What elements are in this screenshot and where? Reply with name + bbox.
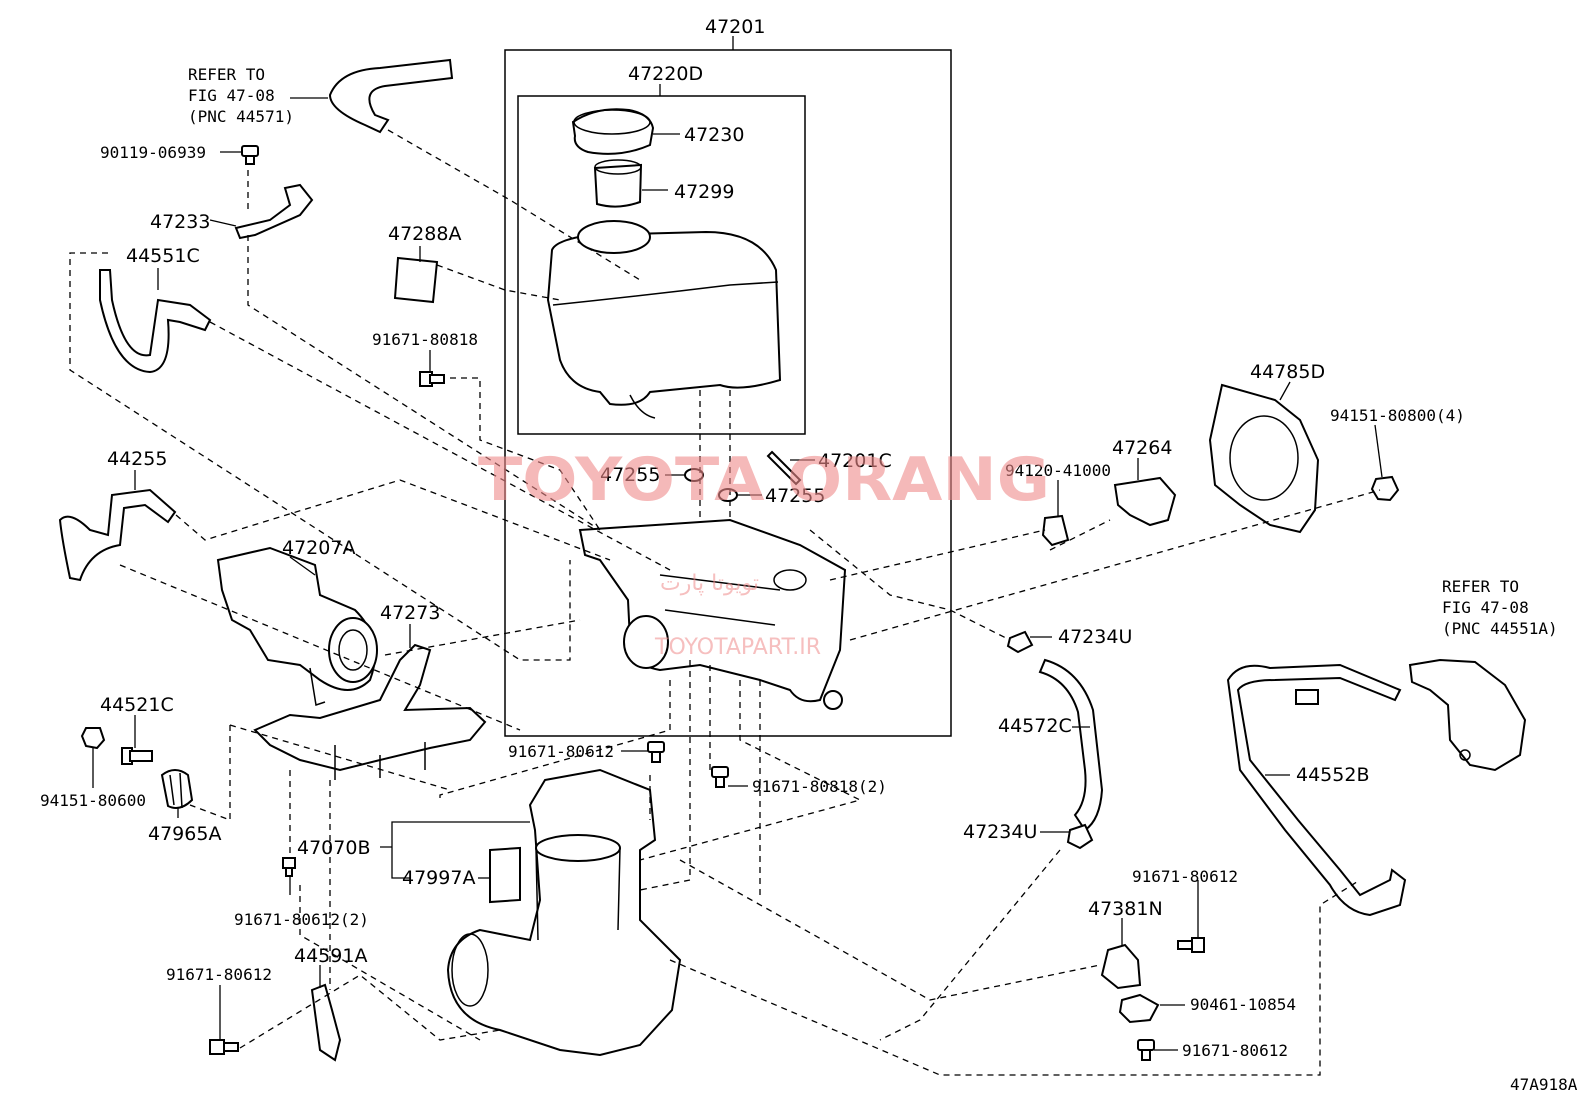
label-47230: 47230 xyxy=(684,124,744,146)
label-47288A: 47288A xyxy=(388,223,461,245)
label-47255-b: 47255 xyxy=(765,485,825,507)
actuator-47207A xyxy=(216,546,378,706)
hose-44572C xyxy=(1038,658,1104,832)
bracket-47264 xyxy=(1113,476,1177,527)
label-refer-2-line3: (PNC 44551A) xyxy=(1442,619,1558,638)
bolt-91671-80818-top xyxy=(419,371,445,387)
label-47273: 47273 xyxy=(380,602,440,624)
label-refer-1-line3: (PNC 44571) xyxy=(188,107,294,126)
label-47234U-a: 47234U xyxy=(1058,626,1132,648)
reservoir-cap-47230 xyxy=(571,108,655,155)
label-47201C: 47201C xyxy=(818,450,892,472)
label-47299: 47299 xyxy=(674,181,734,203)
bolt-91671-80612-br xyxy=(1137,1039,1155,1061)
bolt-91671-80612-r xyxy=(1177,937,1205,953)
label-44255: 44255 xyxy=(107,448,167,470)
label-refer-2-line2: FIG 47-08 xyxy=(1442,598,1529,617)
label-91671-80612-br: 91671-80612 xyxy=(1182,1041,1288,1060)
label-94151-80600: 94151-80600 xyxy=(40,791,146,810)
label-47207A: 47207A xyxy=(282,537,355,559)
tube-44255 xyxy=(58,488,177,582)
tube-44551C xyxy=(99,269,212,374)
label-90119-06939: 90119-06939 xyxy=(100,143,206,162)
label-47965A: 47965A xyxy=(148,823,221,845)
part-labels: 47201 47220D 47230 47299 47288A 91671-80… xyxy=(40,16,1578,1094)
watermark: TOYOTA ORANG تويوتا پارت TOYOTAPART.IR xyxy=(478,445,1050,660)
leader-lines xyxy=(92,36,1383,1051)
nut-94151-80600 xyxy=(80,727,106,750)
reservoir-strainer-47299 xyxy=(593,159,643,208)
bolt-91671-80818-2 xyxy=(711,766,729,788)
reservoir-tank xyxy=(546,220,782,419)
label-44785D: 44785D xyxy=(1250,361,1325,383)
connector-lines xyxy=(69,129,1381,1076)
label-44572C: 44572C xyxy=(998,715,1072,737)
clamp-47234U-b xyxy=(1066,823,1094,850)
label-44551C: 44551C xyxy=(126,245,200,267)
assembly-box-47201 xyxy=(504,49,952,737)
label-47255-a: 47255 xyxy=(600,464,660,486)
figure-code: 47A918A xyxy=(1510,1075,1578,1094)
label-47070B: 47070B xyxy=(297,837,370,859)
label-44591A: 44591A xyxy=(294,945,367,967)
label-47234U-b: 47234U xyxy=(963,821,1037,843)
bolt-91671-80612-mid xyxy=(647,741,665,763)
clip-44591A xyxy=(310,983,342,1062)
pump-motor-47070B xyxy=(446,768,682,1057)
label-refer-1-line1: REFER TO xyxy=(188,65,265,84)
bracket-refer-44551A xyxy=(1408,658,1527,772)
bolt-91671-80612-lower-left xyxy=(209,1039,239,1055)
label-refer-1-line2: FIG 47-08 xyxy=(188,86,275,105)
bolt-44521C xyxy=(121,747,153,765)
label-91671-80612-lower-left: 91671-80612 xyxy=(166,965,272,984)
nut-94151-80800 xyxy=(1370,475,1400,502)
label-47381N: 47381N xyxy=(1088,898,1163,920)
label-44521C: 44521C xyxy=(100,694,174,716)
label-91671-80818-top: 91671-80818 xyxy=(372,330,478,349)
bracket-47381N xyxy=(1100,943,1142,990)
label-47201: 47201 xyxy=(705,16,765,38)
label-47997A: 47997A xyxy=(402,867,475,889)
label-91671-80612-mid: 91671-80612 xyxy=(508,742,614,761)
label-47233: 47233 xyxy=(150,211,210,233)
clamp-47234U-a xyxy=(1006,630,1034,654)
label-refer-2-line1: REFER TO xyxy=(1442,577,1519,596)
label-91671-80818-2: 91671-80818(2) xyxy=(752,777,887,796)
bracket-47273 xyxy=(253,643,487,780)
watermark-main: TOYOTA ORANG xyxy=(478,445,1050,515)
label-91671-80612-r: 91671-80612 xyxy=(1132,867,1238,886)
label-94151-80800-4: 94151-80800(4) xyxy=(1330,406,1465,425)
tube-44552B xyxy=(1226,663,1407,917)
watermark-arabic: تويوتا پارت xyxy=(660,571,759,596)
label-47220D: 47220D xyxy=(628,63,703,85)
bushing-94120-41000 xyxy=(1041,514,1070,547)
label-47264: 47264 xyxy=(1112,437,1172,459)
pin-47201C xyxy=(766,450,802,486)
assembly-box-47220D xyxy=(517,95,806,435)
bolt-91671-80612-2 xyxy=(282,857,296,877)
hose-refer-44571 xyxy=(328,58,454,134)
gasket-44785D xyxy=(1208,383,1320,534)
gasket-47288A xyxy=(393,256,439,304)
master-cylinder-47201 xyxy=(578,518,847,710)
label-sticker-47997A xyxy=(489,846,521,904)
label-94120-41000: 94120-41000 xyxy=(1005,461,1111,480)
bracket-90461-10854 xyxy=(1118,993,1160,1024)
nut-47965A xyxy=(160,769,194,809)
bolt-90119-06939 xyxy=(241,145,259,165)
label-90461-10854: 90461-10854 xyxy=(1190,995,1296,1014)
label-91671-80612-2: 91671-80612(2) xyxy=(234,910,369,929)
watermark-site: TOYOTAPART.IR xyxy=(654,635,821,660)
label-44552B: 44552B xyxy=(1296,764,1369,786)
